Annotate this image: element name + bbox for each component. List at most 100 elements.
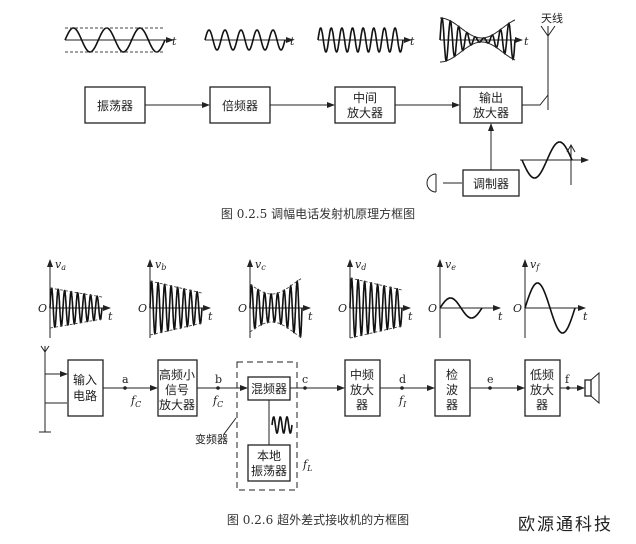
rx-connections: [103, 385, 585, 391]
fl-label: f: [302, 458, 309, 471]
block-label: 混频器: [251, 382, 287, 396]
block-label: 中间: [353, 90, 377, 105]
block-label: 高频小: [159, 367, 195, 382]
block-label: 检: [446, 367, 458, 382]
block-label: 调制器: [473, 177, 509, 191]
block-label: 输出: [479, 90, 503, 105]
y-axis-label: vd: [355, 258, 366, 272]
block-label: 放大器: [347, 105, 383, 120]
block-label: 信号: [165, 383, 189, 397]
caption-fig-0-2-6: 图 0.2.6 超外差式接收机的方框图: [227, 512, 409, 527]
y-axis-label: vb: [155, 258, 166, 272]
modulated-wave: [49, 287, 103, 328]
block-label: 器: [536, 398, 548, 412]
fi-subscript: I: [402, 400, 407, 409]
converter-label: 变频器: [195, 432, 228, 446]
block-label: 放大器: [473, 105, 509, 120]
t-label: t: [408, 310, 413, 323]
modulated-wave: [149, 280, 203, 335]
envelope: [49, 287, 103, 329]
caption-fig-0-2-5: 图 0.2.5 调幅电话发射机原理方框图: [221, 206, 415, 221]
local-oscillator-block: 本地 振荡器: [247, 400, 291, 482]
audio-wave: [521, 141, 573, 179]
block-label: 放大: [350, 382, 374, 397]
block-label: 低频: [530, 368, 554, 382]
am-wave: [439, 16, 516, 62]
origin-label: O: [238, 302, 247, 315]
block-label: 本地: [257, 449, 281, 463]
y-axis-label: vc: [255, 258, 266, 272]
block-label: 中频: [350, 367, 374, 382]
intermediate-amplifier-block: 中间 放大器: [334, 86, 396, 124]
t-label: t: [308, 310, 313, 323]
demodulated-wave: [524, 282, 576, 334]
node-label: d: [399, 373, 406, 386]
transmitter-waveforms: [64, 16, 523, 63]
block-label: 器: [446, 398, 458, 412]
time-axis-labels: t t t t: [172, 35, 529, 48]
frequency-multiplier-block: 倍频器: [209, 86, 271, 124]
y-axis-label: vf: [530, 258, 541, 272]
block-label: 振荡器: [97, 99, 133, 113]
block-label: 波: [446, 383, 458, 397]
local-oscillator-waveform: [271, 416, 293, 434]
t-label: t: [290, 35, 295, 48]
t-label: t: [108, 310, 113, 323]
if-amplifier-block: 中频 放大 器: [344, 359, 381, 417]
t-label: t: [524, 35, 529, 48]
origin-label: O: [38, 302, 47, 315]
oscillator-block: 振荡器: [84, 86, 146, 124]
carrier-wave: [204, 29, 286, 51]
lo-sine: [271, 416, 293, 434]
rf-amplifier-block: 高频小 信号 放大器: [157, 359, 198, 417]
carrier-wave: [317, 27, 404, 53]
arrow: [566, 143, 576, 153]
antenna-icon: [540, 25, 556, 110]
detector-block: 检 波 器: [434, 359, 471, 417]
speaker-icon: [584, 371, 600, 405]
y-axis-label: ve: [445, 258, 456, 272]
node-label: f: [565, 373, 570, 386]
block-label: 放大器: [159, 397, 195, 412]
am-envelope: [440, 17, 516, 63]
t-label: t: [583, 310, 588, 323]
node-label: c: [302, 373, 308, 386]
t-label: t: [410, 35, 415, 48]
modulated-wave: [249, 279, 303, 339]
block-label: 倍频器: [222, 98, 258, 113]
origin-label: O: [138, 302, 147, 315]
block-label: 电路: [73, 388, 97, 403]
modulator-block: 调制器: [462, 169, 520, 197]
origin-label: O: [428, 302, 437, 315]
t-label: t: [498, 310, 503, 323]
fc-label: f: [130, 394, 137, 407]
node-label: e: [487, 373, 494, 386]
node-label: b: [215, 373, 222, 386]
fc-subscript: C: [135, 400, 141, 409]
receive-antenna-icon: [39, 345, 68, 433]
watermark: 欧源通科技: [518, 515, 613, 535]
af-amplifier-block: 低频 放大 器: [524, 359, 561, 417]
carrier-wave: [64, 27, 166, 53]
input-circuit-block: 输入 电路: [67, 359, 104, 417]
node-labels: a b c d e f: [122, 373, 570, 386]
block-label: 输入: [73, 372, 97, 387]
frequency-converter-group: 变频器: [195, 361, 298, 491]
envelope: [149, 280, 203, 336]
fc-subscript: C: [217, 400, 223, 409]
svg-text:fC: fC: [212, 394, 223, 409]
block-label: 器: [356, 398, 368, 412]
audio-signal-waveform: [520, 141, 589, 185]
microphone-icon: [426, 173, 437, 193]
node-label: a: [122, 373, 129, 386]
antenna-label: 天线: [541, 11, 563, 25]
svg-text:fC: fC: [130, 394, 141, 409]
fi-label: f: [398, 394, 405, 407]
